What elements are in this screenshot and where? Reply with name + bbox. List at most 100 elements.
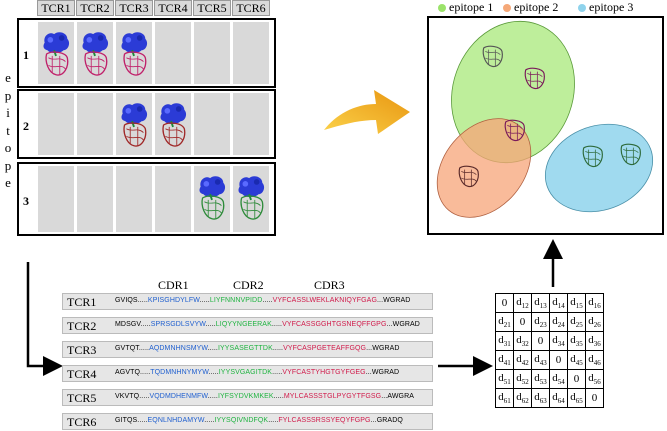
sequence-text: AGVTQ.....TQDMNHNYMYW.....IYYSVGAGITDK..…: [115, 369, 400, 376]
matrix-cell: d53: [531, 369, 550, 389]
tcr-header-5: TCR5: [193, 0, 231, 16]
sequence-row: TCR5 VKVTQ.....VQDMDHENMFW.....IYFSYDVKMK…: [62, 389, 433, 406]
epitope-3-cluster: [544, 123, 654, 213]
tcr-header-4: TCR4: [154, 0, 192, 16]
grid-cell: [116, 93, 152, 155]
grid-cell: [233, 93, 269, 155]
epitope-2-cluster: [436, 118, 532, 218]
matrix-cell: d41: [495, 350, 514, 370]
matrix-cell: d25: [567, 312, 586, 332]
grid-cell: [116, 22, 152, 84]
sequence-text: GVIQS.....KPISGHDYLFW.....LIYFNNNVPIDD..…: [115, 297, 411, 304]
tcr-structure-icon: [458, 165, 479, 188]
legend-dot-icon: [578, 4, 586, 12]
matrix-cell: d63: [531, 388, 550, 408]
sequence-row: TCR1 GVIQS.....KPISGHDYLFW.....LIYFNNNVPI…: [62, 293, 433, 310]
matrix-cell: d14: [549, 293, 568, 313]
grid-cell: [38, 22, 74, 84]
matrix-cell: 0: [495, 293, 514, 313]
cdr1-header: CDR1: [158, 278, 189, 292]
tcr-header-1: TCR1: [37, 0, 75, 16]
epitope-letter: o: [4, 140, 12, 155]
cluster-ellipses: [436, 20, 654, 218]
sequence-name: TCR1: [67, 295, 97, 309]
grid-cell: [155, 166, 191, 232]
matrix-cell: d21: [495, 312, 514, 332]
legend-label-3: epitope 3: [589, 0, 634, 14]
grid-cell: [38, 93, 74, 155]
tcr-structure-icon: [238, 176, 265, 220]
transform-arrow: [324, 90, 410, 134]
tcr-structure-icon: [43, 32, 70, 76]
tcr-header-3: TCR3: [115, 0, 153, 16]
sequence-row: TCR4 AGVTQ.....TQDMNHNYMYW.....IYYSVGAGIT…: [62, 365, 433, 382]
matrix-cell: d51: [495, 369, 514, 389]
tcr-structure-icon: [160, 103, 187, 147]
grid-cell: [233, 22, 269, 84]
tcr-structure-icon: [121, 32, 148, 76]
sequence-row: TCR2 MDSGV.....SPRSGDLSVYW.....LIQYYNGEER…: [62, 317, 433, 334]
tcr-structure-icon: [620, 143, 641, 166]
grid-cell: [38, 166, 74, 232]
matrix-cell: d62: [513, 388, 532, 408]
epitope-row-1: 1: [17, 18, 276, 88]
epitope-row-number: 2: [23, 119, 29, 133]
tcr-structure-icon: [482, 45, 503, 68]
matrix-cell: 0: [567, 369, 586, 389]
epitope-letter: p: [4, 157, 12, 173]
sequence-name: TCR6: [67, 415, 97, 429]
grid-cell: [194, 166, 230, 232]
matrix-cell: d13: [531, 293, 550, 313]
matrix-cell: d42: [513, 350, 532, 370]
sequence-name: TCR5: [67, 391, 97, 405]
matrix-cell: d35: [567, 331, 586, 351]
matrix-cell: 0: [585, 388, 604, 408]
matrix-cell: 0: [531, 331, 550, 351]
sequence-name: TCR3: [67, 343, 97, 357]
matrix-cell: d15: [567, 293, 586, 313]
matrix-cell: d52: [513, 369, 532, 389]
cdr2-header: CDR2: [233, 278, 264, 292]
sequence-text: GITQS.....EQNLNHDAMYW.....IYYSQIVNDFQK..…: [115, 417, 403, 424]
epitope-letter: p: [4, 87, 12, 103]
matrix-cell: d36: [585, 331, 604, 351]
tcr-header-6: TCR6: [232, 0, 270, 16]
sequence-text: MDSGV.....SPRSGDLSVYW.....LIQYYNGEERAK..…: [115, 321, 420, 328]
epitope-row-number: 3: [23, 194, 29, 208]
matrix-cell: d45: [567, 350, 586, 370]
epitope-row-number: 1: [23, 48, 29, 62]
grid-cell: [233, 166, 269, 232]
grid-cell: [194, 22, 230, 84]
tcr-structure-icon: [199, 176, 226, 220]
legend-label-2: epitope 2: [514, 0, 559, 14]
legend-dot-icon: [503, 4, 511, 12]
matrix-cell: d54: [549, 369, 568, 389]
matrix-cell: d32: [513, 331, 532, 351]
tcr-structure-icon: [524, 67, 545, 90]
cluster-panel: [427, 16, 664, 235]
tcr-header-2: TCR2: [76, 0, 114, 16]
sequence-row: TCR6 GITQS.....EQNLNHDAMYW.....IYYSQIVNDF…: [62, 413, 433, 430]
matrix-cell: d65: [567, 388, 586, 408]
matrix-cell: d26: [585, 312, 604, 332]
grid-to-sequence-arrow: [26, 262, 63, 376]
cdr3-header: CDR3: [314, 278, 345, 292]
sequence-text: GVTQT.....AQDMNHNSMYW.....IYYSASEGTTDK..…: [115, 345, 400, 352]
sequence-name: TCR4: [67, 367, 97, 381]
epitope-letter: e: [5, 70, 11, 85]
sequence-row: TCR3 GVTQT.....AQDMNHNSMYW.....IYYSASEGTT…: [62, 341, 433, 358]
matrix-cell: d46: [585, 350, 604, 370]
grid-cell: [77, 22, 113, 84]
grid-cell: [77, 166, 113, 232]
tcr-structure-icon: [82, 32, 109, 76]
grid-cell: [194, 93, 230, 155]
epitope-letter: i: [6, 105, 10, 120]
sequence-name: TCR2: [67, 319, 97, 333]
legend-label-1: epitope 1: [449, 0, 494, 14]
matrix-cell: d61: [495, 388, 514, 408]
tcr-structure-icon: [121, 103, 148, 147]
epitope-row-3: 3: [17, 162, 276, 236]
sequence-text: VKVTQ.....VQDMDHENMFW.....IYFSYDVKMKEK..…: [115, 393, 415, 400]
